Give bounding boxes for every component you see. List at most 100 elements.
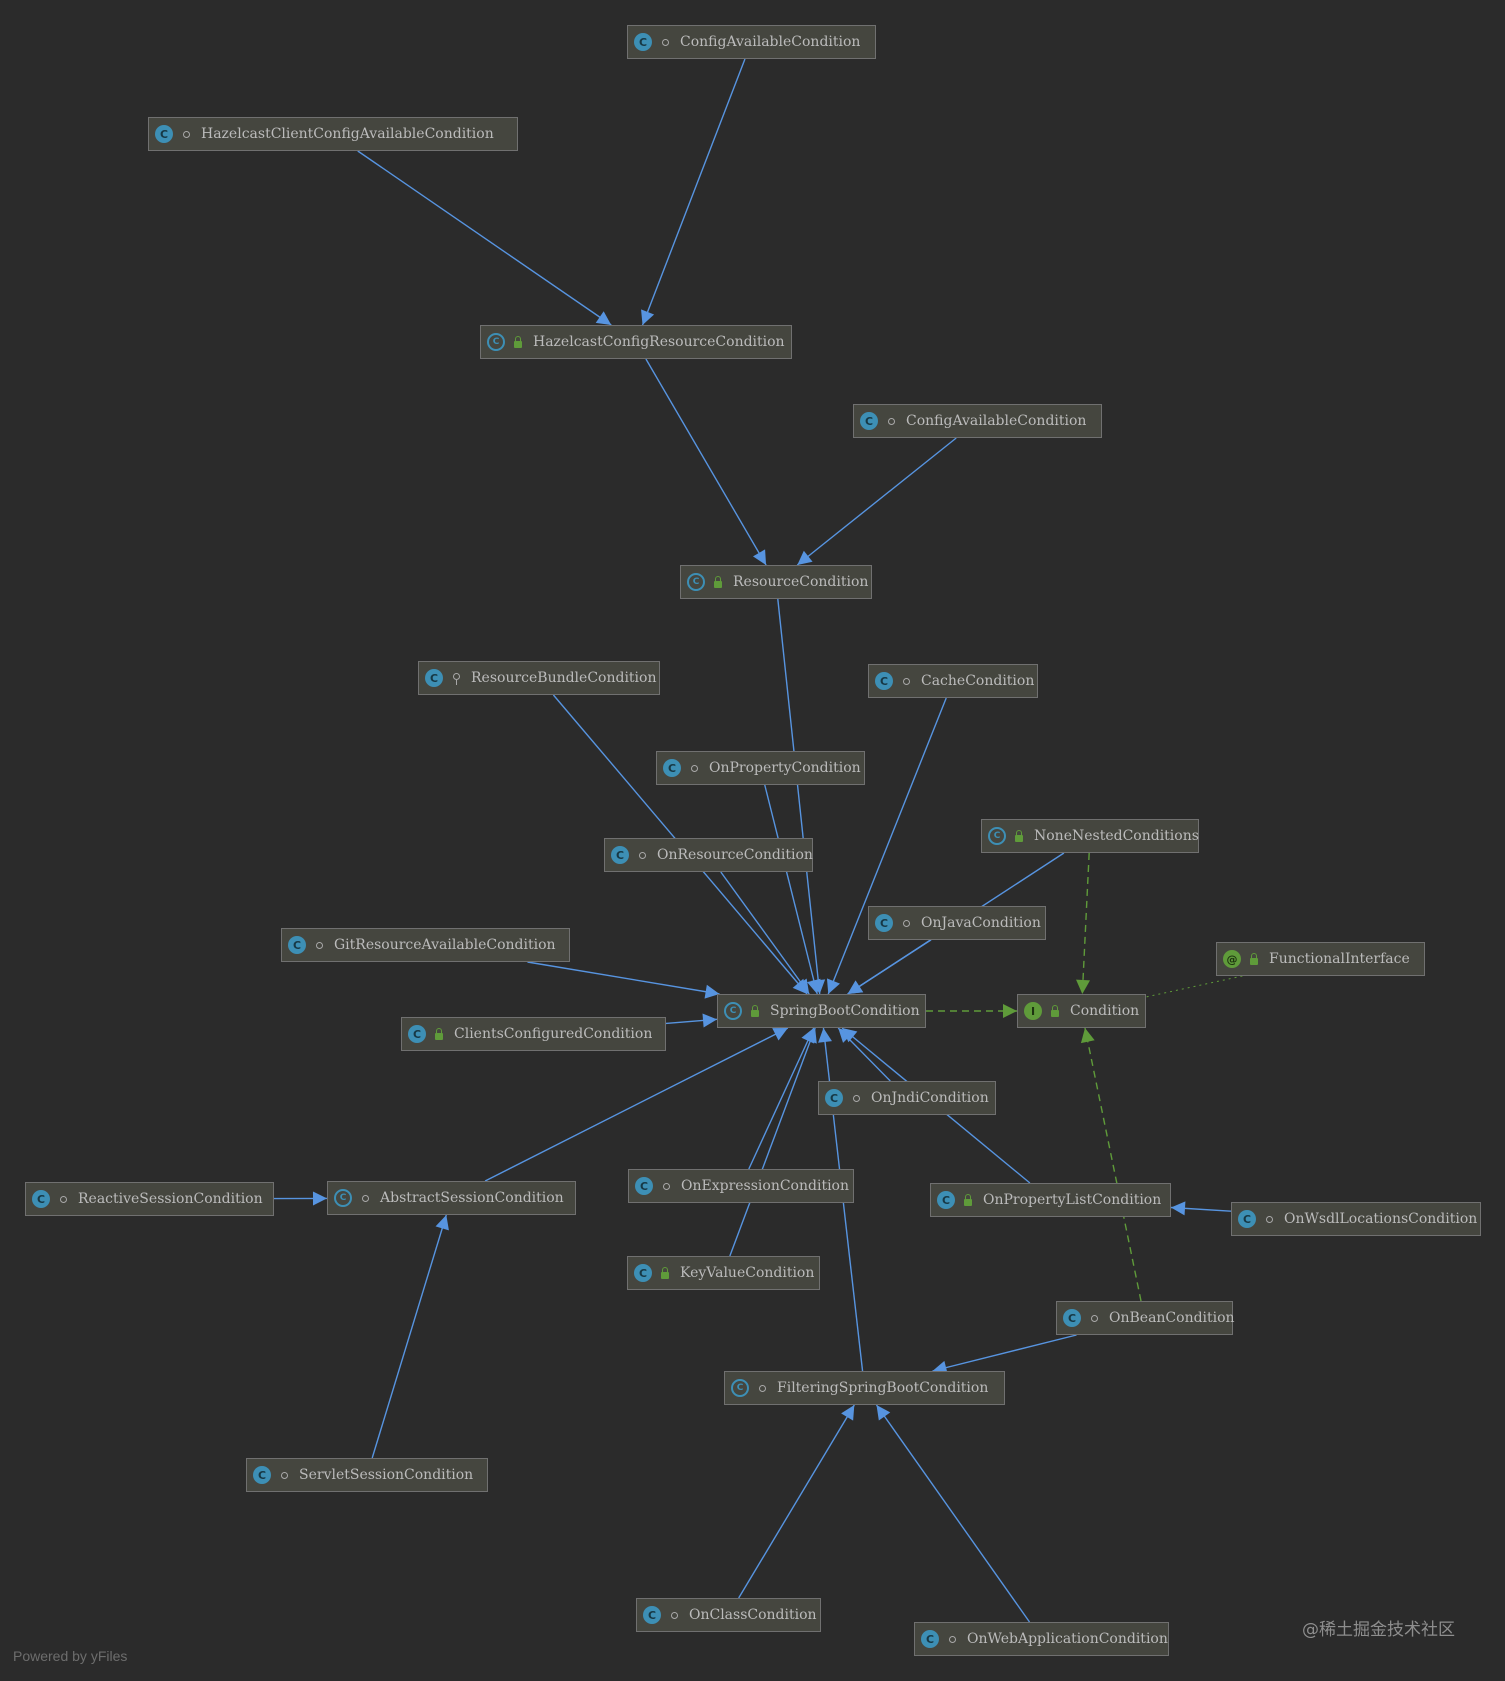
node-filtering-spring-boot[interactable]: C FilteringSpringBootCondition [724,1371,1005,1405]
public-visibility-icon [1048,1004,1062,1017]
class-kind-icon: C [921,1630,939,1648]
edge-extends [645,358,767,566]
abstract-kind-icon: C [334,1189,352,1207]
edge-extends [796,437,957,566]
arrowhead-icon [803,1028,817,1044]
class-kind-icon: C [253,1466,271,1484]
edge-extends [827,697,947,995]
class-kind-icon: C [860,412,878,430]
node-key-value[interactable]: C KeyValueCondition [627,1256,820,1290]
arrowhead-icon [312,1191,327,1206]
arrowhead-icon [841,1405,855,1421]
node-label: KeyValueCondition [680,1265,815,1281]
node-hazelcast-client-config[interactable]: C HazelcastClientConfigAvailableCondition [148,117,518,151]
package-visibility-icon [635,851,649,859]
class-kind-icon: C [875,672,893,690]
node-label: OnJavaCondition [921,915,1041,931]
node-cache-condition[interactable]: C CacheCondition [868,664,1038,698]
package-visibility-icon [687,764,701,772]
class-kind-icon: C [937,1191,955,1209]
node-label: ConfigAvailableCondition [906,413,1087,429]
node-config-available-2[interactable]: C ConfigAvailableCondition [853,404,1102,438]
node-label: GitResourceAvailableCondition [334,937,556,953]
abstract-kind-icon: C [988,827,1006,845]
node-on-jndi[interactable]: C OnJndiCondition [818,1081,996,1115]
node-label: OnBeanCondition [1109,1310,1235,1326]
node-on-java[interactable]: C OnJavaCondition [868,906,1046,940]
public-visibility-icon [1012,829,1026,842]
class-kind-icon: C [32,1190,50,1208]
node-label: ReactiveSessionCondition [78,1191,263,1207]
node-label: OnExpressionCondition [681,1178,849,1194]
public-visibility-icon [748,1004,762,1017]
node-label: OnJndiCondition [871,1090,989,1106]
node-label: ResourceCondition [733,574,869,590]
node-label: FilteringSpringBootCondition [777,1380,989,1396]
public-visibility-icon [511,335,525,348]
package-visibility-icon [755,1384,769,1392]
abstract-kind-icon: C [724,1002,742,1020]
package-visibility-icon [899,677,913,685]
arrowhead-icon [752,549,767,565]
edge-extends [357,150,612,326]
edge-implements [1081,852,1090,995]
node-functional-interface[interactable]: @ FunctionalInterface [1216,942,1425,976]
class-kind-icon: C [825,1089,843,1107]
abstract-kind-icon: C [487,333,505,351]
node-label: OnWsdlLocationsCondition [1284,1211,1478,1227]
package-visibility-icon [358,1194,372,1202]
class-kind-icon: C [875,914,893,932]
node-on-class[interactable]: C OnClassCondition [636,1598,821,1632]
package-visibility-icon [277,1471,291,1479]
package-visibility-icon [884,417,898,425]
public-visibility-icon [432,1027,446,1040]
interface-kind-icon: I [1024,1002,1042,1020]
edge-extends [875,1404,1031,1623]
arrowhead-icon [1003,1004,1017,1018]
node-label: HazelcastClientConfigAvailableCondition [201,126,494,142]
arrowhead-icon [818,1028,832,1043]
edge-extends [527,961,720,995]
abstract-kind-icon: C [731,1379,749,1397]
arrowhead-icon [595,311,612,325]
arrowhead-icon [842,1028,858,1043]
node-label: OnClassCondition [689,1607,817,1623]
node-label: ConfigAvailableCondition [680,34,861,50]
edge-extends [932,1334,1077,1372]
node-spring-boot-condition[interactable]: C SpringBootCondition [717,994,926,1028]
node-reactive-session[interactable]: C ReactiveSessionCondition [25,1182,274,1216]
node-label: FunctionalInterface [1269,951,1410,967]
class-kind-icon: C [643,1606,661,1624]
class-kind-icon: C [634,1264,652,1282]
public-visibility-icon [961,1193,975,1206]
edge-extends [641,58,746,326]
node-label: CacheCondition [921,673,1035,689]
class-kind-icon: C [155,125,173,143]
node-label: SpringBootCondition [770,1003,920,1019]
annotation-kind-icon: @ [1223,950,1241,968]
package-visibility-icon [658,38,672,46]
arrowhead-icon [1080,1028,1095,1044]
package-visibility-icon [1262,1215,1276,1223]
edge-extends [777,598,821,995]
node-label: OnResourceCondition [657,847,813,863]
